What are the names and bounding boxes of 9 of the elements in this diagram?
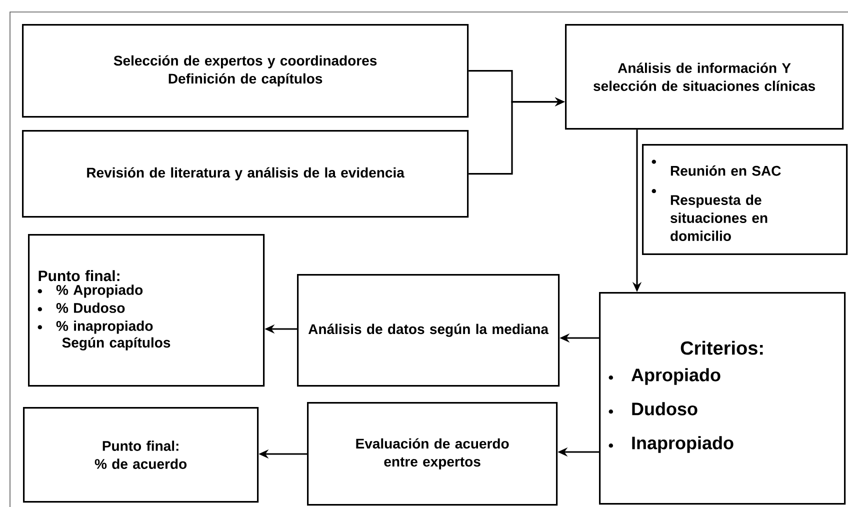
note-box: Reunión en SAC Respuesta de situaciones en domicilio: [642, 144, 848, 256]
process-box: Evaluación de acuerdo entre expertos: [307, 402, 558, 506]
process-box: Análisis de datos según la mediana: [297, 274, 560, 387]
result-box: Punto final: % Apropiado % Dudoso % inapropiado Según capítulos: [28, 234, 265, 387]
result-box: Punto final: % de acuerdo: [23, 407, 259, 503]
process-box: Selección de expertos y coordinadores Definición de capítulos: [22, 24, 469, 118]
criteria-box: Criterios: Apropiado Dudoso Inapropiado: [599, 292, 846, 505]
process-box: Análisis de información Y selección de situaciones clínicas: [565, 24, 844, 130]
process-box: Revisión de literatura y análisis de la evidencia: [22, 130, 469, 218]
